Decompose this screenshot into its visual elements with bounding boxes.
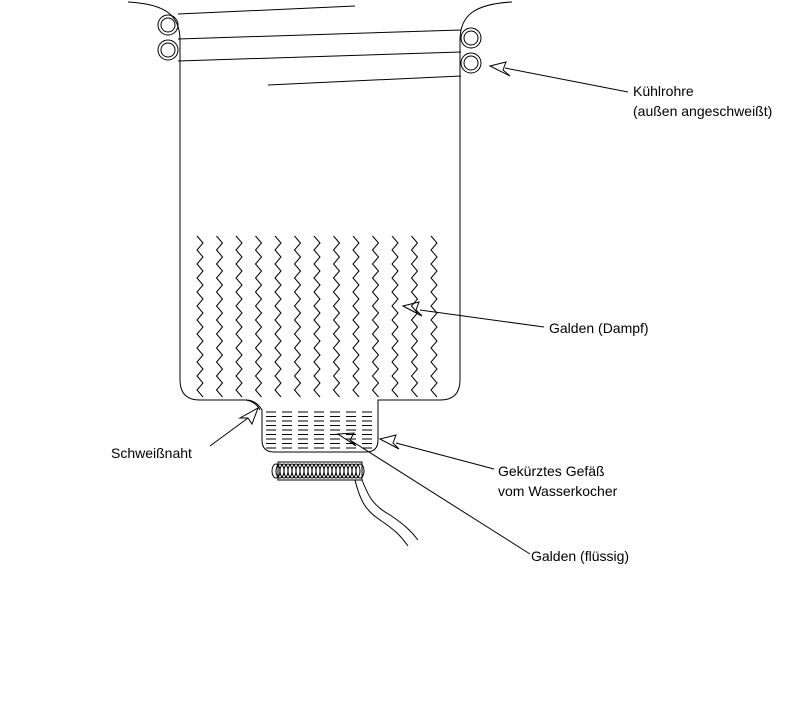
- power-cable-2: [361, 479, 419, 541]
- vapor-zigzag: [430, 235, 438, 398]
- vapor-zigzag: [332, 235, 341, 398]
- vapor-zigzag: [391, 235, 399, 398]
- chamber-outline: [127, 1, 513, 453]
- weld-seam: [245, 399, 261, 411]
- coil-loop: [355, 463, 365, 479]
- label-weld-seam: Schweißnaht: [111, 445, 192, 461]
- label-liquid: Galden (flüssig): [531, 548, 629, 564]
- vapor-zigzag: [196, 235, 204, 398]
- coil-loop: [351, 463, 361, 479]
- vapor-zigzag: [313, 235, 321, 398]
- vapor-zigzag: [274, 235, 282, 398]
- liquid-dash-pattern: [266, 411, 372, 449]
- vapor-zigzag: [235, 235, 243, 398]
- vapor-zigzag-pattern: [196, 235, 438, 398]
- label-vapor: Galden (Dampf): [549, 320, 649, 336]
- label-cooling-pipes-1: Kühlrohre: [633, 83, 694, 99]
- vapor-zigzag: [215, 235, 224, 398]
- power-cable: [354, 479, 409, 547]
- annotation-arrows: [209, 61, 629, 555]
- cooling-pipes: [157, 5, 482, 86]
- vapor-zigzag: [293, 235, 302, 398]
- vapor-zigzag: [352, 235, 360, 398]
- label-vessel-2: vom Wasserkocher: [498, 483, 618, 499]
- label-cooling-pipes-2: (außen angeschweißt): [633, 103, 772, 119]
- vapor-zigzag: [371, 235, 380, 398]
- vapor-zigzag: [410, 235, 419, 398]
- vapor-zigzag: [254, 235, 263, 398]
- label-vessel-1: Gekürztes Gefäß: [498, 463, 605, 479]
- heating-coil: [271, 461, 365, 481]
